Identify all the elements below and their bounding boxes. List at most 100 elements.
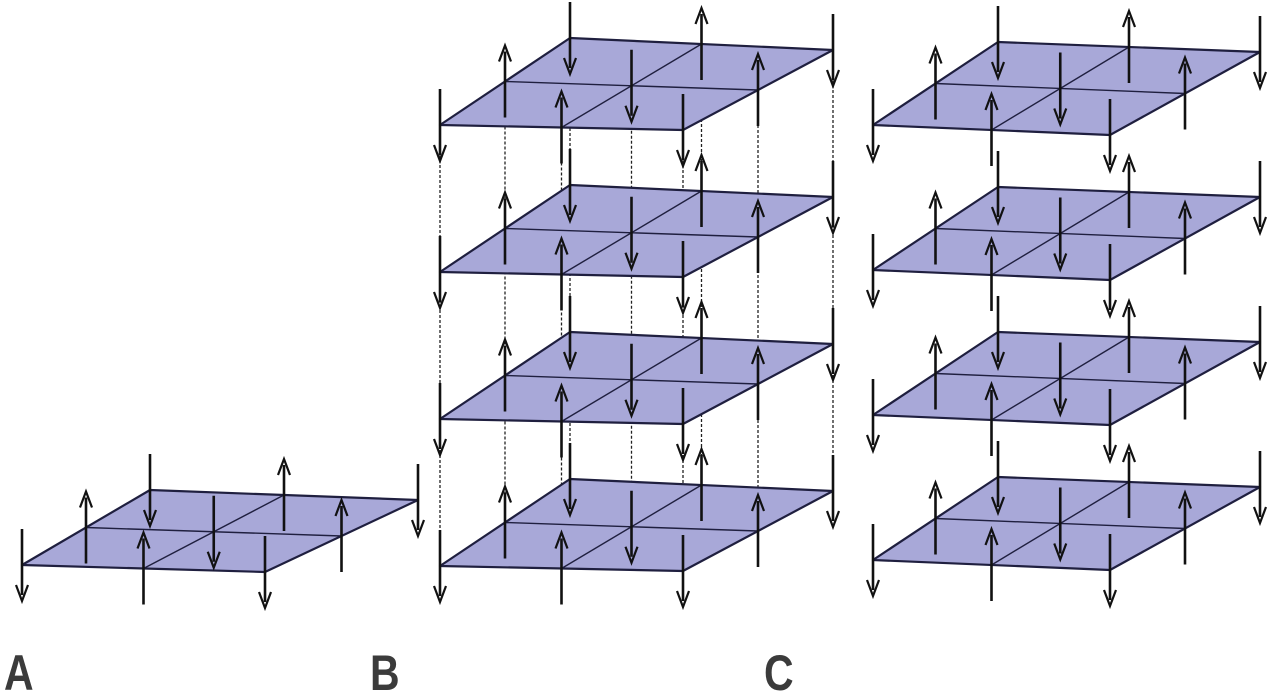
- spin-up-arrow: [1177, 54, 1193, 130]
- spin-up-arrow: [1121, 152, 1137, 228]
- arrowhead: [694, 298, 709, 319]
- spin-down-arrow: [1102, 389, 1118, 465]
- arrowhead: [750, 197, 766, 218]
- spin-down-arrow: [990, 6, 1006, 82]
- lattice-layer: [14, 454, 426, 612]
- arrowhead: [750, 344, 766, 365]
- spin-down-arrow: [624, 196, 639, 272]
- spin-up-arrow: [497, 483, 513, 559]
- spin-up-arrow: [984, 90, 999, 166]
- lattice-layer: [432, 2, 841, 170]
- arrowhead: [562, 57, 578, 78]
- lattice-layer: [432, 443, 841, 611]
- spin-down-arrow: [990, 441, 1006, 517]
- arrowhead: [624, 252, 639, 272]
- arrowhead: [675, 149, 691, 170]
- arrowhead: [497, 42, 513, 62]
- arrowhead: [1252, 506, 1268, 527]
- arrowhead: [136, 529, 151, 549]
- arrowhead: [142, 509, 158, 530]
- arrowhead: [1053, 398, 1068, 418]
- arrowhead: [624, 399, 639, 419]
- panel-label-a: A: [4, 645, 34, 698]
- arrowhead: [206, 551, 221, 571]
- spin-down-arrow: [432, 383, 448, 459]
- spin-down-arrow: [825, 455, 841, 531]
- spin-down-arrow: [410, 464, 426, 540]
- spin-down-arrow: [675, 388, 691, 464]
- arrowhead: [78, 488, 94, 508]
- arrowhead: [1252, 361, 1268, 382]
- layer-plane: [438, 477, 835, 573]
- spin-up-arrow: [78, 488, 94, 564]
- arrowhead: [990, 206, 1006, 227]
- spin-up-arrow: [1177, 344, 1193, 420]
- spin-down-arrow: [1053, 487, 1068, 563]
- spin-down-arrow: [562, 149, 578, 225]
- spin-up-arrow: [497, 42, 513, 118]
- arrowhead: [497, 336, 513, 356]
- arrowhead: [554, 382, 569, 402]
- spin-up-arrow: [136, 529, 151, 605]
- spin-down-arrow: [825, 308, 841, 384]
- layer-plane: [871, 40, 1262, 137]
- lattice-layer: [865, 441, 1268, 610]
- arrowhead: [1121, 7, 1137, 28]
- panel-c-decoupled-layers: [865, 6, 1268, 610]
- arrowhead: [1121, 152, 1137, 173]
- arrowhead: [865, 579, 881, 600]
- arrowhead: [694, 151, 709, 172]
- spin-up-arrow: [1177, 199, 1193, 275]
- spin-down-arrow: [624, 49, 639, 125]
- arrowhead: [497, 483, 513, 503]
- spin-down-arrow: [257, 536, 273, 612]
- arrowhead: [984, 380, 999, 401]
- panel-label-b: B: [370, 645, 400, 698]
- arrowhead: [432, 585, 448, 606]
- spin-down-arrow: [562, 2, 578, 78]
- spin-up-arrow: [554, 529, 569, 605]
- panel-label-c: C: [764, 645, 794, 698]
- arrowhead: [984, 235, 999, 256]
- spin-down-arrow: [825, 161, 841, 237]
- spin-down-arrow: [14, 529, 30, 605]
- spin-up-arrow: [984, 525, 999, 601]
- plaquette-plane: [438, 330, 835, 426]
- spin-down-arrow: [1252, 16, 1268, 92]
- spin-down-arrow: [1053, 342, 1068, 418]
- lattice-layer: [432, 296, 841, 464]
- arrowhead: [928, 334, 943, 354]
- arrowhead: [432, 291, 448, 312]
- spin-up-arrow: [497, 189, 513, 265]
- arrowhead: [1102, 299, 1118, 320]
- spin-up-arrow: [984, 235, 999, 311]
- arrowhead: [984, 90, 999, 111]
- arrowhead: [1252, 71, 1268, 92]
- spin-up-arrow: [497, 336, 513, 412]
- arrowhead: [928, 44, 943, 64]
- arrowhead: [1177, 199, 1193, 219]
- arrowhead: [825, 69, 841, 90]
- arrowhead: [1053, 543, 1068, 563]
- arrowhead: [432, 438, 448, 459]
- arrowhead: [554, 88, 569, 108]
- arrowhead: [276, 455, 292, 476]
- spin-down-arrow: [1252, 451, 1268, 527]
- arrowhead: [1102, 154, 1118, 175]
- lattice-layer: [865, 151, 1268, 320]
- arrowhead: [825, 216, 841, 237]
- arrowhead: [1053, 108, 1068, 128]
- spin-up-arrow: [1121, 297, 1137, 373]
- spin-down-arrow: [1102, 99, 1118, 175]
- arrowhead: [1177, 344, 1193, 364]
- plaquette-plane: [438, 183, 835, 279]
- arrowhead: [624, 546, 639, 566]
- arrowhead: [554, 235, 569, 255]
- spin-up-arrow: [694, 445, 709, 521]
- spin-down-arrow: [562, 443, 578, 519]
- arrowhead: [865, 434, 881, 455]
- spin-up-arrow: [554, 382, 569, 458]
- spin-down-arrow: [1252, 306, 1268, 382]
- arrowhead: [562, 498, 578, 519]
